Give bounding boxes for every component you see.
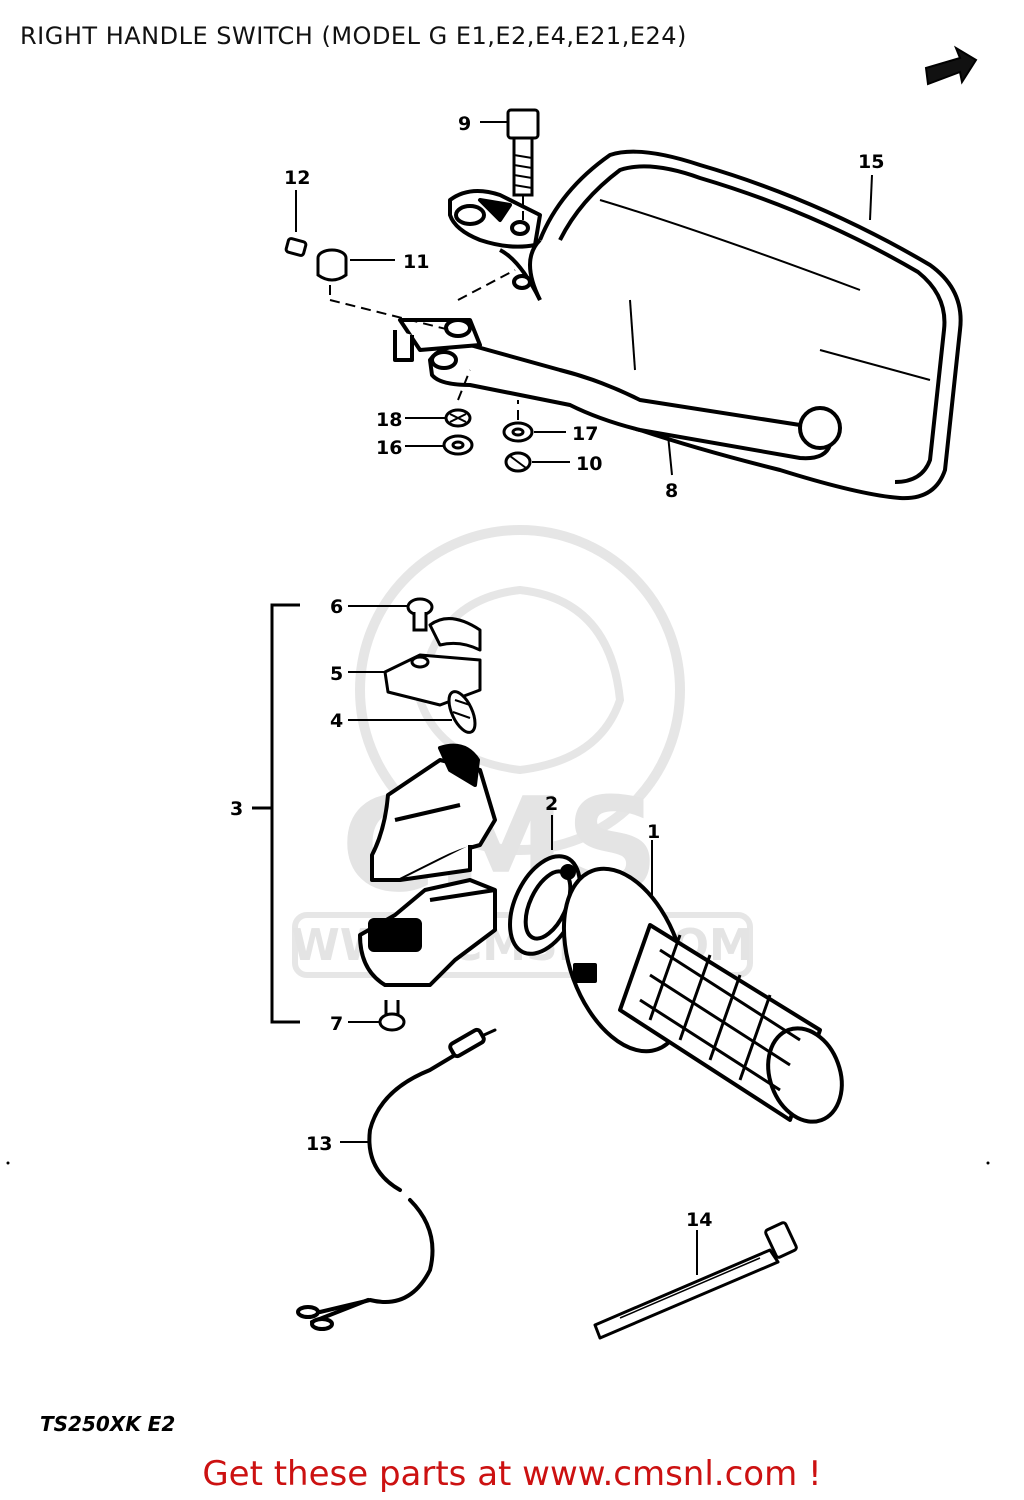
watermark-mascot: [415, 585, 625, 775]
page-title: RIGHT HANDLE SWITCH (MODEL G E1,E2,E4,E2…: [20, 22, 687, 50]
model-code-label: TS250XK E2: [40, 1412, 176, 1436]
throttle-grip: [561, 866, 844, 1124]
callout-18: 18: [376, 409, 402, 431]
bolt: [506, 108, 540, 197]
switch-spring: [447, 690, 477, 734]
switch-screw-top: [406, 597, 434, 632]
scan-dot-left: [6, 1161, 10, 1165]
switch-screw-bottom: [378, 1000, 406, 1032]
scan-dot-right: [986, 1161, 990, 1165]
callout-14: 14: [686, 1209, 712, 1231]
callout-12: 12: [284, 167, 310, 189]
callout-15: 15: [858, 151, 884, 173]
washers-nuts: [442, 408, 534, 473]
callout-11: 11: [403, 251, 429, 273]
promo-link[interactable]: Get these parts at www.cmsnl.com !: [202, 1454, 822, 1494]
callout-8: 8: [665, 480, 678, 502]
callout-5: 5: [330, 663, 343, 685]
small-pin: [284, 237, 308, 257]
callout-labels: 9 12 11 15 18 16 17 10 8 6 5 4 3 2 1 7 1…: [230, 113, 884, 1231]
switch-upper-housing: [370, 743, 497, 882]
callout-4: 4: [330, 710, 343, 732]
watermark-helmet-ring: [355, 525, 685, 855]
switch-clamp-plate: [383, 617, 482, 707]
cable-tie: [593, 1221, 798, 1340]
leader-lines: [295, 121, 873, 1275]
alignment-lines: [329, 195, 524, 420]
callout-6: 6: [330, 596, 343, 618]
callout-7: 7: [330, 1013, 343, 1035]
switch-lower-housing: [358, 878, 497, 987]
callout-3: 3: [230, 798, 243, 820]
callout-2: 2: [545, 793, 558, 815]
lever-bracket: [393, 189, 842, 461]
callout-16: 16: [376, 437, 402, 459]
callout-13: 13: [306, 1133, 332, 1155]
forward-arrow-icon: [924, 45, 978, 86]
assembly-bracket: [252, 603, 300, 1024]
callout-1: 1: [647, 821, 660, 843]
callout-10: 10: [576, 453, 602, 475]
callout-9: 9: [458, 113, 471, 135]
hand-guard: [528, 149, 963, 501]
switch-wire-lead: [296, 1027, 497, 1331]
rubber-cap: [316, 248, 348, 282]
callout-17: 17: [572, 423, 598, 445]
